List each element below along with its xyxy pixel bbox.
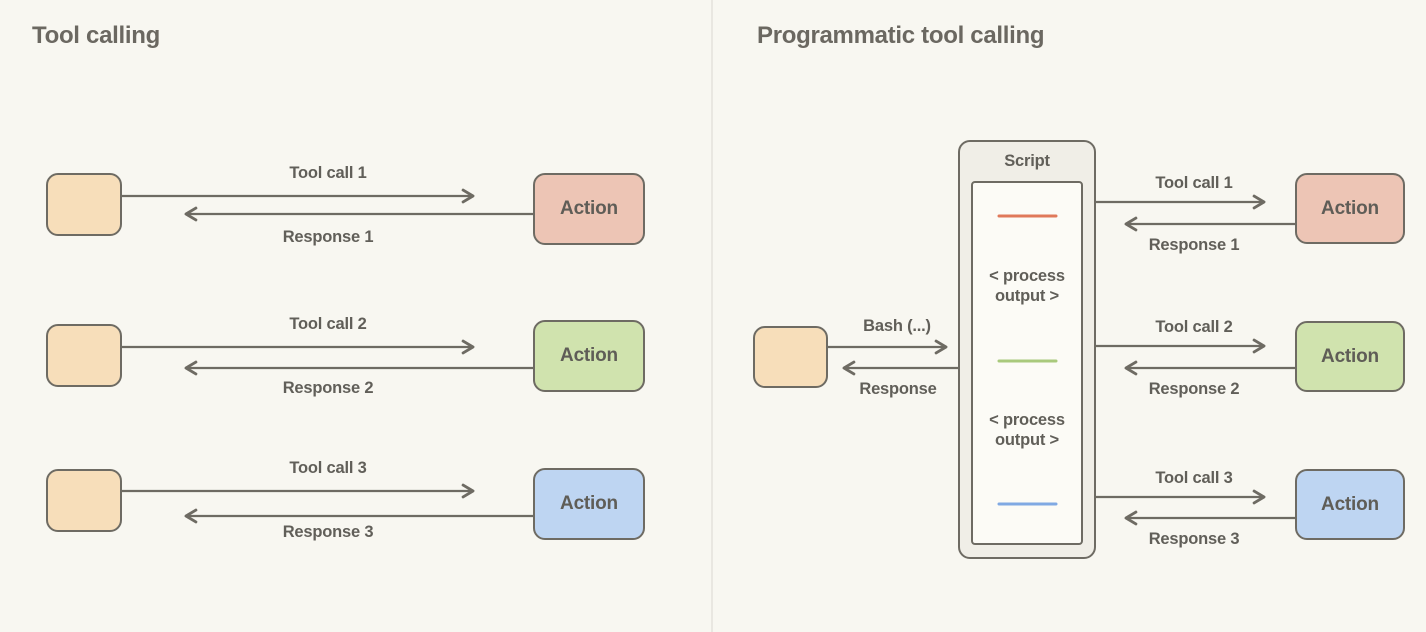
process-output-text: < process output > (989, 411, 1065, 449)
response-label: Response 2 (282, 379, 374, 397)
agent-box (46, 173, 122, 236)
action-box-label: Action (1321, 345, 1379, 367)
agent-box (46, 324, 122, 387)
response-label: Response 3 (282, 523, 374, 541)
tool-call-label: Tool call 3 (289, 459, 367, 477)
action-box-label: Action (560, 198, 618, 219)
bash-call-label: Bash (...) (863, 317, 931, 335)
action-box: Action (533, 468, 645, 540)
action-box: Action (1295, 469, 1405, 540)
action-box-label: Action (1321, 493, 1379, 515)
script-title: Script (1004, 152, 1050, 170)
tool-call-label: Tool call 2 (289, 315, 367, 333)
response-label: Response 1 (282, 228, 374, 246)
action-box: Action (533, 173, 645, 245)
tool-call-label: Tool call 2 (1155, 318, 1233, 336)
right-panel-title: Programmatic tool calling (757, 22, 1045, 49)
tool-call-label: Tool call 1 (289, 164, 367, 182)
action-box-label: Action (560, 493, 618, 514)
action-box: Action (1295, 321, 1405, 392)
tool-call-label: Tool call 1 (1155, 174, 1233, 192)
panel-divider (711, 0, 713, 632)
agent-box (46, 469, 122, 532)
script-body (971, 181, 1083, 545)
script-response-label: Response (859, 380, 937, 398)
response-label: Response 1 (1148, 236, 1240, 254)
tool-call-label: Tool call 3 (1155, 469, 1233, 487)
agent-box (753, 326, 828, 388)
action-box: Action (533, 320, 645, 392)
process-output-text: < process output > (989, 267, 1065, 305)
response-label: Response 2 (1148, 380, 1240, 398)
left-panel-title: Tool calling (32, 22, 160, 49)
action-box-label: Action (560, 345, 618, 366)
action-box-label: Action (1321, 197, 1379, 219)
action-box: Action (1295, 173, 1405, 244)
response-label: Response 3 (1148, 530, 1240, 548)
